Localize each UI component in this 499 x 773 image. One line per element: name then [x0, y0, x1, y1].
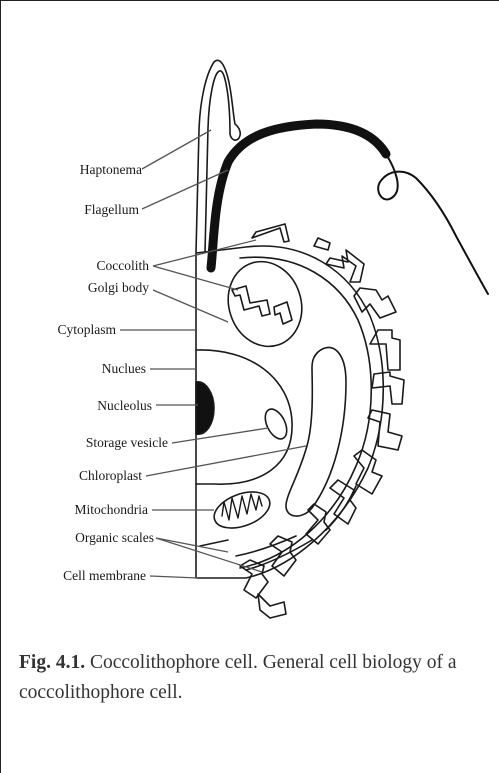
- mitochondria-shape: [209, 485, 274, 535]
- leader-storage-vesicle: [172, 428, 268, 443]
- label-golgi-body: Golgi body: [88, 280, 149, 295]
- label-cytoplasm: Cytoplasm: [57, 322, 116, 337]
- label-flagellum: Flagellum: [84, 202, 139, 217]
- cell-outline: [196, 246, 383, 578]
- figure-number: Fig. 4.1.: [19, 652, 85, 673]
- nucleolus-shape: [196, 382, 214, 434]
- label-storage-vesicle: Storage vesicle: [86, 435, 168, 450]
- flagellum-shape: [211, 124, 386, 268]
- label-cell-membrane: Cell membrane: [63, 568, 146, 583]
- figure-caption: Fig. 4.1. Coccolithophore cell. General …: [19, 648, 484, 708]
- coccolith-plate: [368, 410, 402, 450]
- label-haptonema: Haptonema: [80, 162, 142, 177]
- leader-cell-membrane: [150, 576, 198, 578]
- coccolith-plate: [326, 250, 364, 282]
- coccolith-plate: [370, 330, 400, 370]
- flagellum-tail: [378, 154, 488, 294]
- leader-chloroplast: [146, 446, 306, 476]
- leader-golgi: [153, 290, 228, 322]
- coccolith-internal-2: [274, 302, 292, 324]
- label-coccolith: Coccolith: [97, 258, 150, 273]
- label-mitochondria: Mitochondria: [75, 502, 149, 517]
- coccolith-plate: [372, 372, 404, 404]
- storage-vesicle-shape: [261, 406, 291, 443]
- figure-caption-text: Coccolithophore cell. General cell biolo…: [19, 652, 457, 703]
- cell-membrane: [240, 257, 371, 568]
- golgi-organelle: [217, 252, 312, 356]
- mitochondria-cristae: [222, 494, 262, 520]
- coccolith-plate: [314, 238, 330, 250]
- coccolith-plate: [252, 224, 289, 242]
- label-nucleolus: Nucleolus: [97, 398, 152, 413]
- chloroplast-shape: [286, 347, 346, 516]
- leader-haptonema: [142, 130, 211, 169]
- organic-scale: [326, 486, 356, 530]
- organic-scale: [200, 540, 228, 546]
- coccolithophore-diagram: Haptonema Flagellum Coccolith Golgi body…: [0, 0, 499, 640]
- label-chloroplast: Chloroplast: [79, 468, 142, 483]
- leader-organic-scales-2: [156, 538, 262, 572]
- coccolith-plate: [258, 594, 286, 618]
- label-organic-scales: Organic scales: [75, 530, 154, 545]
- coccolith-plate: [354, 288, 396, 318]
- coccolith-plate: [330, 480, 356, 524]
- label-nucleus: Nuclues: [102, 361, 146, 376]
